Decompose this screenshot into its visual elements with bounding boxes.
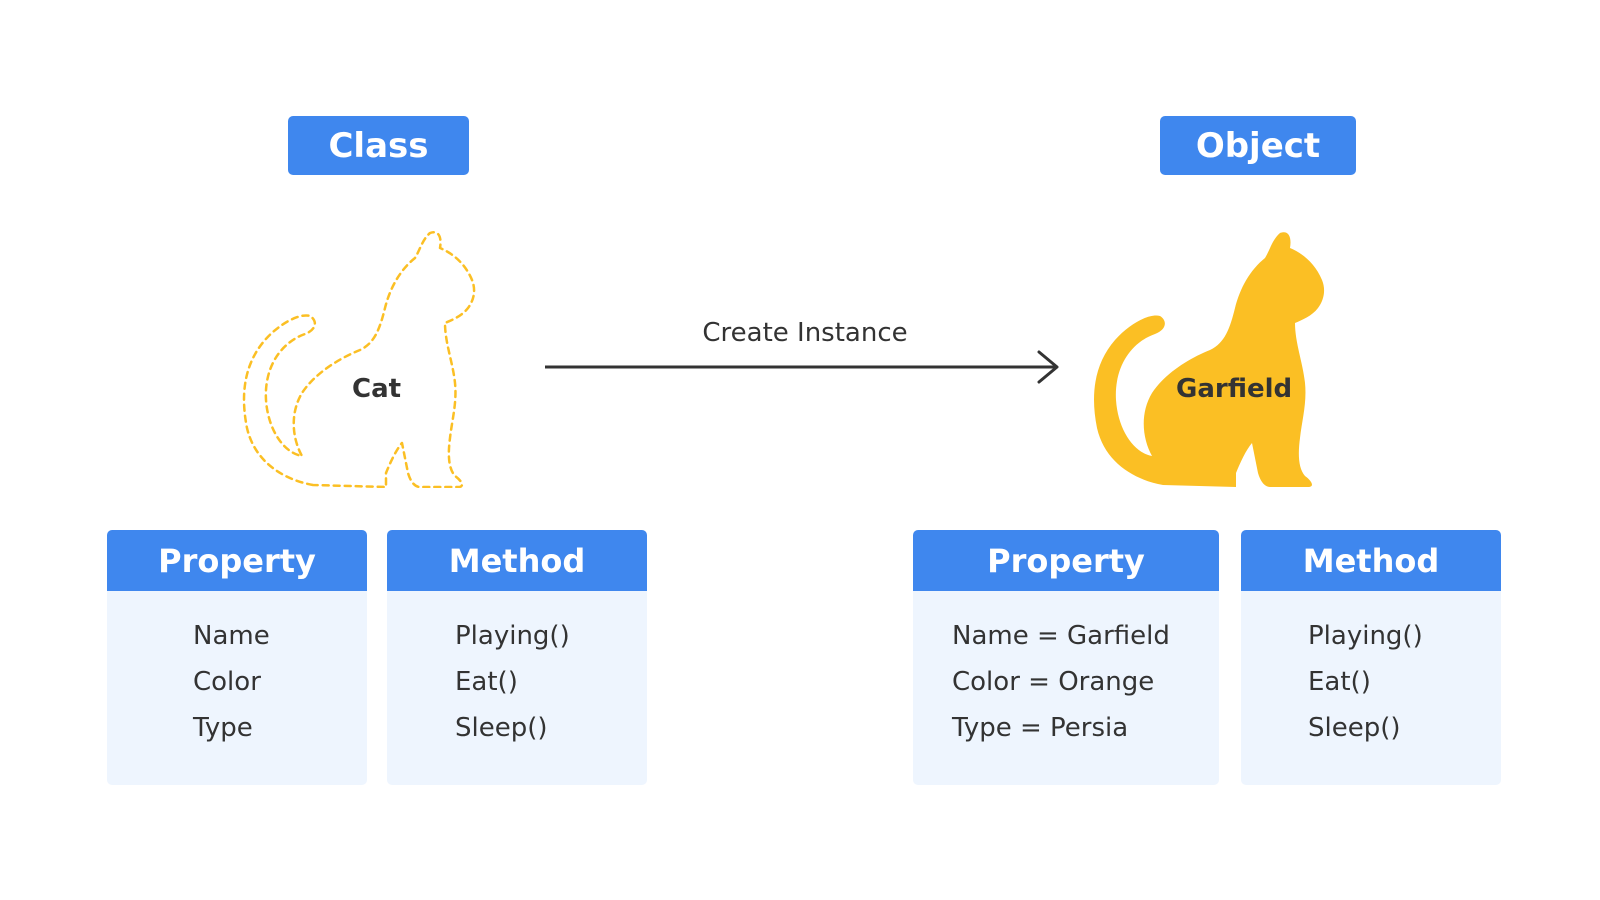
arrow-right-icon — [545, 350, 1059, 384]
list-item: Sleep() — [455, 713, 548, 743]
class-method-header: Method — [387, 530, 647, 591]
list-item: Color = Orange — [952, 667, 1155, 697]
object-method-header: Method — [1241, 530, 1501, 591]
object-property-list: Name = Garfield Color = Orange Type = Pe… — [952, 613, 1170, 751]
object-property-header: Property — [913, 530, 1219, 591]
list-item: Type — [193, 713, 253, 743]
cat-label: Cat — [352, 374, 402, 404]
list-item: Color — [193, 667, 261, 697]
garfield-label: Garfield — [1176, 374, 1293, 404]
object-method-list: Playing() Eat() Sleep() — [1308, 613, 1423, 751]
object-label: Object — [1160, 116, 1356, 175]
list-item: Eat() — [1308, 667, 1371, 697]
cat-filled-icon — [1090, 228, 1350, 488]
object-method-card: Method Playing() Eat() Sleep() — [1241, 530, 1501, 785]
cat-outline-icon — [240, 228, 500, 488]
class-method-list: Playing() Eat() Sleep() — [455, 613, 570, 751]
arrow-label: Create Instance — [702, 318, 908, 348]
list-item: Name — [193, 621, 270, 651]
class-property-card: Property Name Color Type — [107, 530, 367, 785]
list-item: Sleep() — [1308, 713, 1401, 743]
class-label: Class — [288, 116, 469, 175]
list-item: Playing() — [455, 621, 570, 651]
class-property-header: Property — [107, 530, 367, 591]
class-property-list: Name Color Type — [193, 613, 270, 751]
class-method-card: Method Playing() Eat() Sleep() — [387, 530, 647, 785]
list-item: Playing() — [1308, 621, 1423, 651]
create-instance-arrow: Create Instance — [545, 310, 1070, 390]
list-item: Eat() — [455, 667, 518, 697]
list-item: Name = Garfield — [952, 621, 1170, 651]
object-property-card: Property Name = Garfield Color = Orange … — [913, 530, 1219, 785]
list-item: Type = Persia — [952, 713, 1129, 743]
